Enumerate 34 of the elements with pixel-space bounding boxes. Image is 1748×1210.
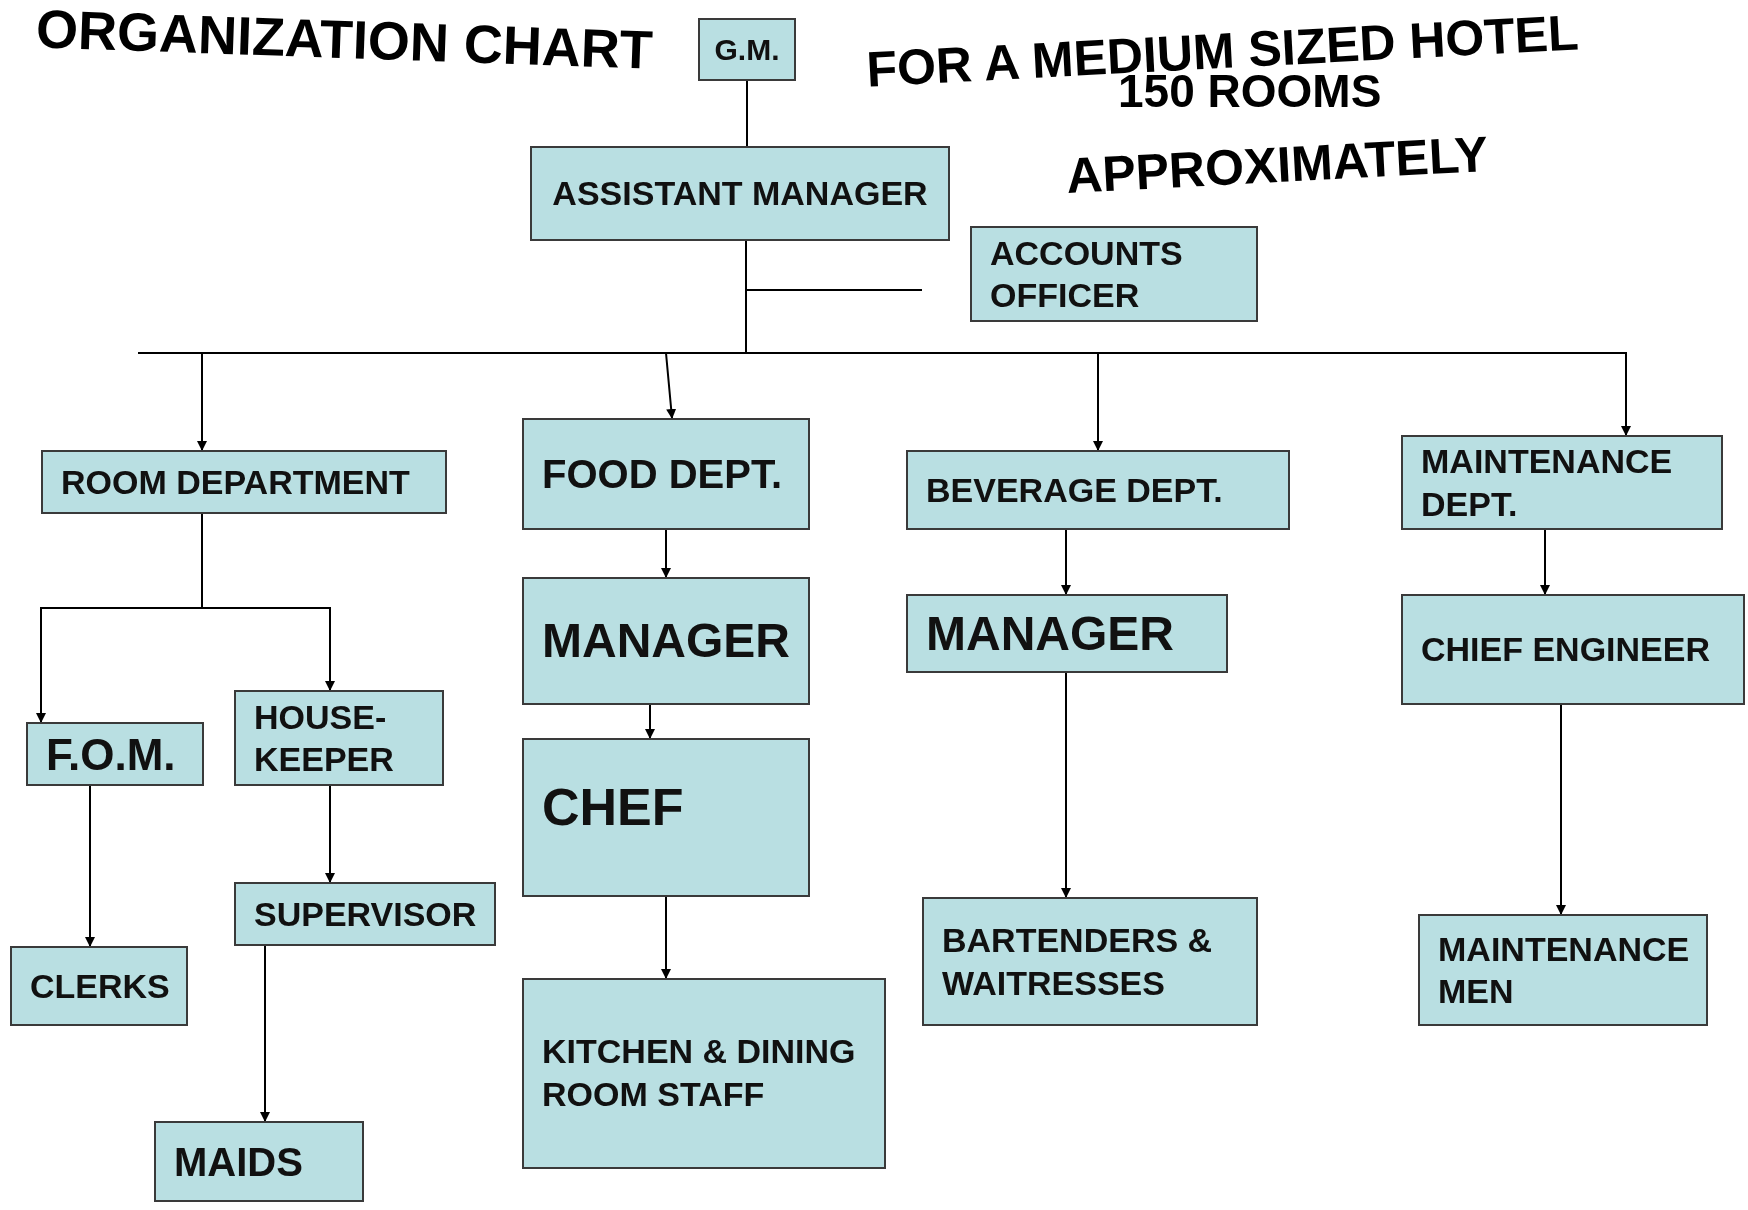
org-box: BARTENDERS & WAITRESSES — [922, 897, 1258, 1026]
arrow — [661, 896, 671, 979]
org-box: MANAGER — [906, 594, 1228, 673]
org-box: G.M. — [698, 18, 796, 81]
org-box: MAINTENANCE DEPT. — [1401, 435, 1723, 530]
arrow — [325, 785, 335, 883]
org-box: SUPERVISOR — [234, 882, 496, 946]
org-box: CHEF — [522, 738, 810, 897]
connector-line — [745, 289, 923, 291]
org-box: HOUSE- KEEPER — [234, 690, 444, 786]
arrow — [260, 945, 270, 1122]
arrow — [1061, 529, 1071, 595]
org-box: FOOD DEPT. — [522, 418, 810, 530]
connector-line — [746, 80, 748, 147]
title-text: ORGANIZATION CHART — [35, 0, 654, 81]
org-box: MAINTENANCE MEN — [1418, 914, 1708, 1026]
title-text: APPROXIMATELY — [1064, 125, 1490, 205]
arrow — [1061, 672, 1071, 898]
org-box: KITCHEN & DINING ROOM STAFF — [522, 978, 886, 1169]
org-box: CLERKS — [10, 946, 188, 1026]
arrow — [645, 704, 655, 739]
org-box: ACCOUNTS OFFICER — [970, 226, 1258, 322]
arrow — [85, 785, 95, 947]
arrow — [661, 529, 671, 578]
org-box: CHIEF ENGINEER — [1401, 594, 1745, 705]
org-box: ASSISTANT MANAGER — [530, 146, 950, 241]
org-box: F.O.M. — [26, 722, 204, 786]
arrow — [1556, 704, 1566, 915]
arrow — [1540, 529, 1550, 595]
org-box: BEVERAGE DEPT. — [906, 450, 1290, 530]
arrow — [201, 513, 335, 691]
org-box: MANAGER — [522, 577, 810, 705]
org-box: ROOM DEPARTMENT — [41, 450, 447, 514]
org-box: MAIDS — [154, 1121, 364, 1202]
